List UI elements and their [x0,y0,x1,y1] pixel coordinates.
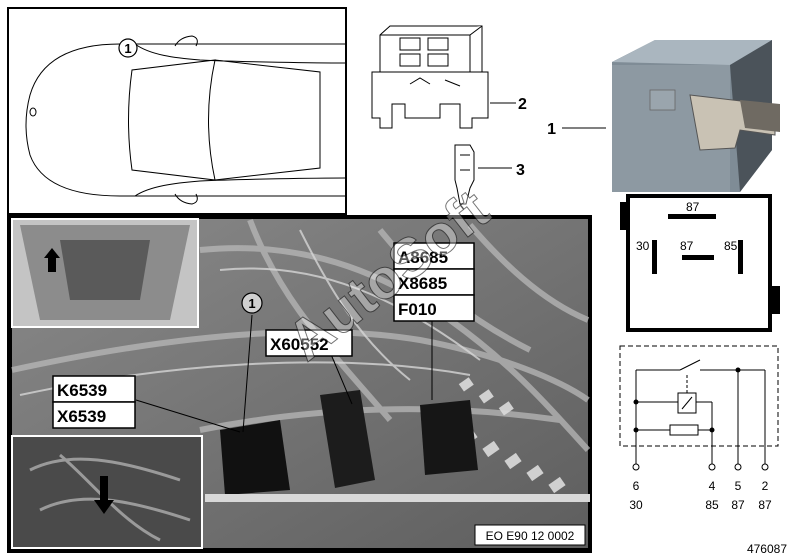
label-x60552: X60552 [270,335,329,354]
installation-photo: 1 A8685 X8685 F010 X60552 K6539 X6539 EO… [7,215,592,553]
schematic-pin-number: 6 [633,479,640,493]
car-location-marker: 1 [124,41,131,56]
relay-photo: 1 [547,40,780,192]
photo-reference-code: EO E90 12 0002 [486,529,575,543]
relay-schematic: 6 4 5 2 30 85 87 87 [619,345,779,512]
diagram-number: 476087 [747,542,787,556]
car-location-panel: 1 [7,7,347,215]
label-k6539: K6539 [57,381,107,400]
pin-87-middle-label: 87 [680,239,694,253]
relay-holder-drawing: 2 [371,25,527,129]
part-1-callout: 1 [547,121,556,138]
schematic-pin-number: 2 [762,479,769,493]
schematic-terminal: 85 [705,498,719,512]
part-2-callout: 2 [518,96,527,113]
pin-30-label: 30 [636,239,650,253]
contact-terminal-drawing: 3 [454,144,525,205]
schematic-pin-number: 4 [709,479,716,493]
label-x8685: X8685 [398,274,447,293]
label-a8685: A8685 [398,248,448,267]
schematic-terminal: 87 [758,498,772,512]
schematic-terminal: 87 [731,498,745,512]
photo-location-marker: 1 [248,296,255,311]
relay-pin-layout: 87 30 87 85 [620,194,780,332]
part-3-callout: 3 [516,162,525,179]
label-f010: F010 [398,300,437,319]
schematic-pin-number: 5 [735,479,742,493]
pin-87-top-label: 87 [686,200,700,214]
label-x6539: X6539 [57,407,106,426]
pin-85-label: 85 [724,239,738,253]
schematic-terminal: 30 [629,498,643,512]
